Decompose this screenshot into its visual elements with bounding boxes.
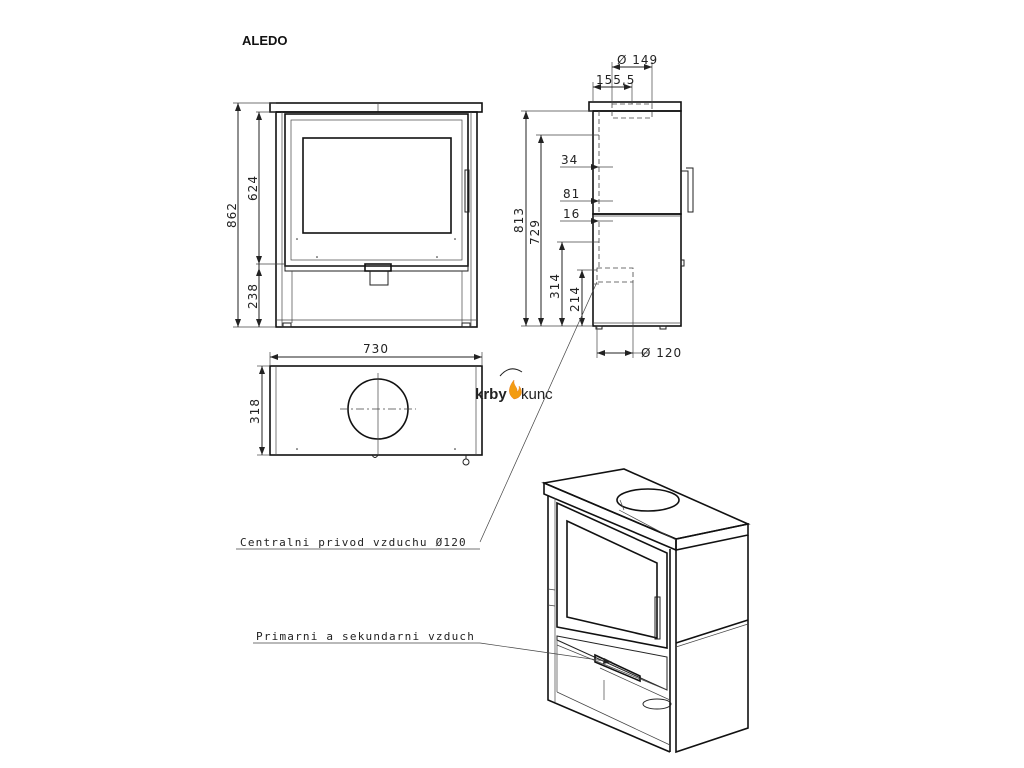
dim-214: 214 [568,286,582,312]
logo: krby kunc [475,368,553,403]
dim-34: 34 [561,153,578,167]
front-view [233,102,483,328]
dim-81: 81 [563,187,580,201]
dim-upper-height: 624 [246,175,260,201]
note-primary-air: Primarni a sekundarni vzduch [256,630,475,643]
dim-lower-height: 238 [246,283,260,309]
dim-width: 730 [363,342,389,356]
drawing-title: ALEDO [242,33,288,48]
dim-314: 314 [548,273,562,299]
side-view [521,62,694,358]
dim-813: 813 [512,207,526,233]
dim-flue-diameter: Ø 149 [617,53,658,67]
dim-air-diameter: Ø 120 [641,346,682,360]
logo-text-krby: krby [475,386,507,403]
top-view [257,352,483,466]
dim-total-height: 862 [225,202,239,228]
note-central-air: Centralni privod vzduchu Ø120 [240,536,467,549]
dim-flue-offset: 155,5 [596,73,635,87]
flame-icon [509,379,522,400]
dim-729: 729 [528,219,542,245]
logo-text-kunc: kunc [521,386,553,403]
dim-depth: 318 [248,398,262,424]
dim-16: 16 [563,207,580,221]
iso-view [541,468,751,754]
